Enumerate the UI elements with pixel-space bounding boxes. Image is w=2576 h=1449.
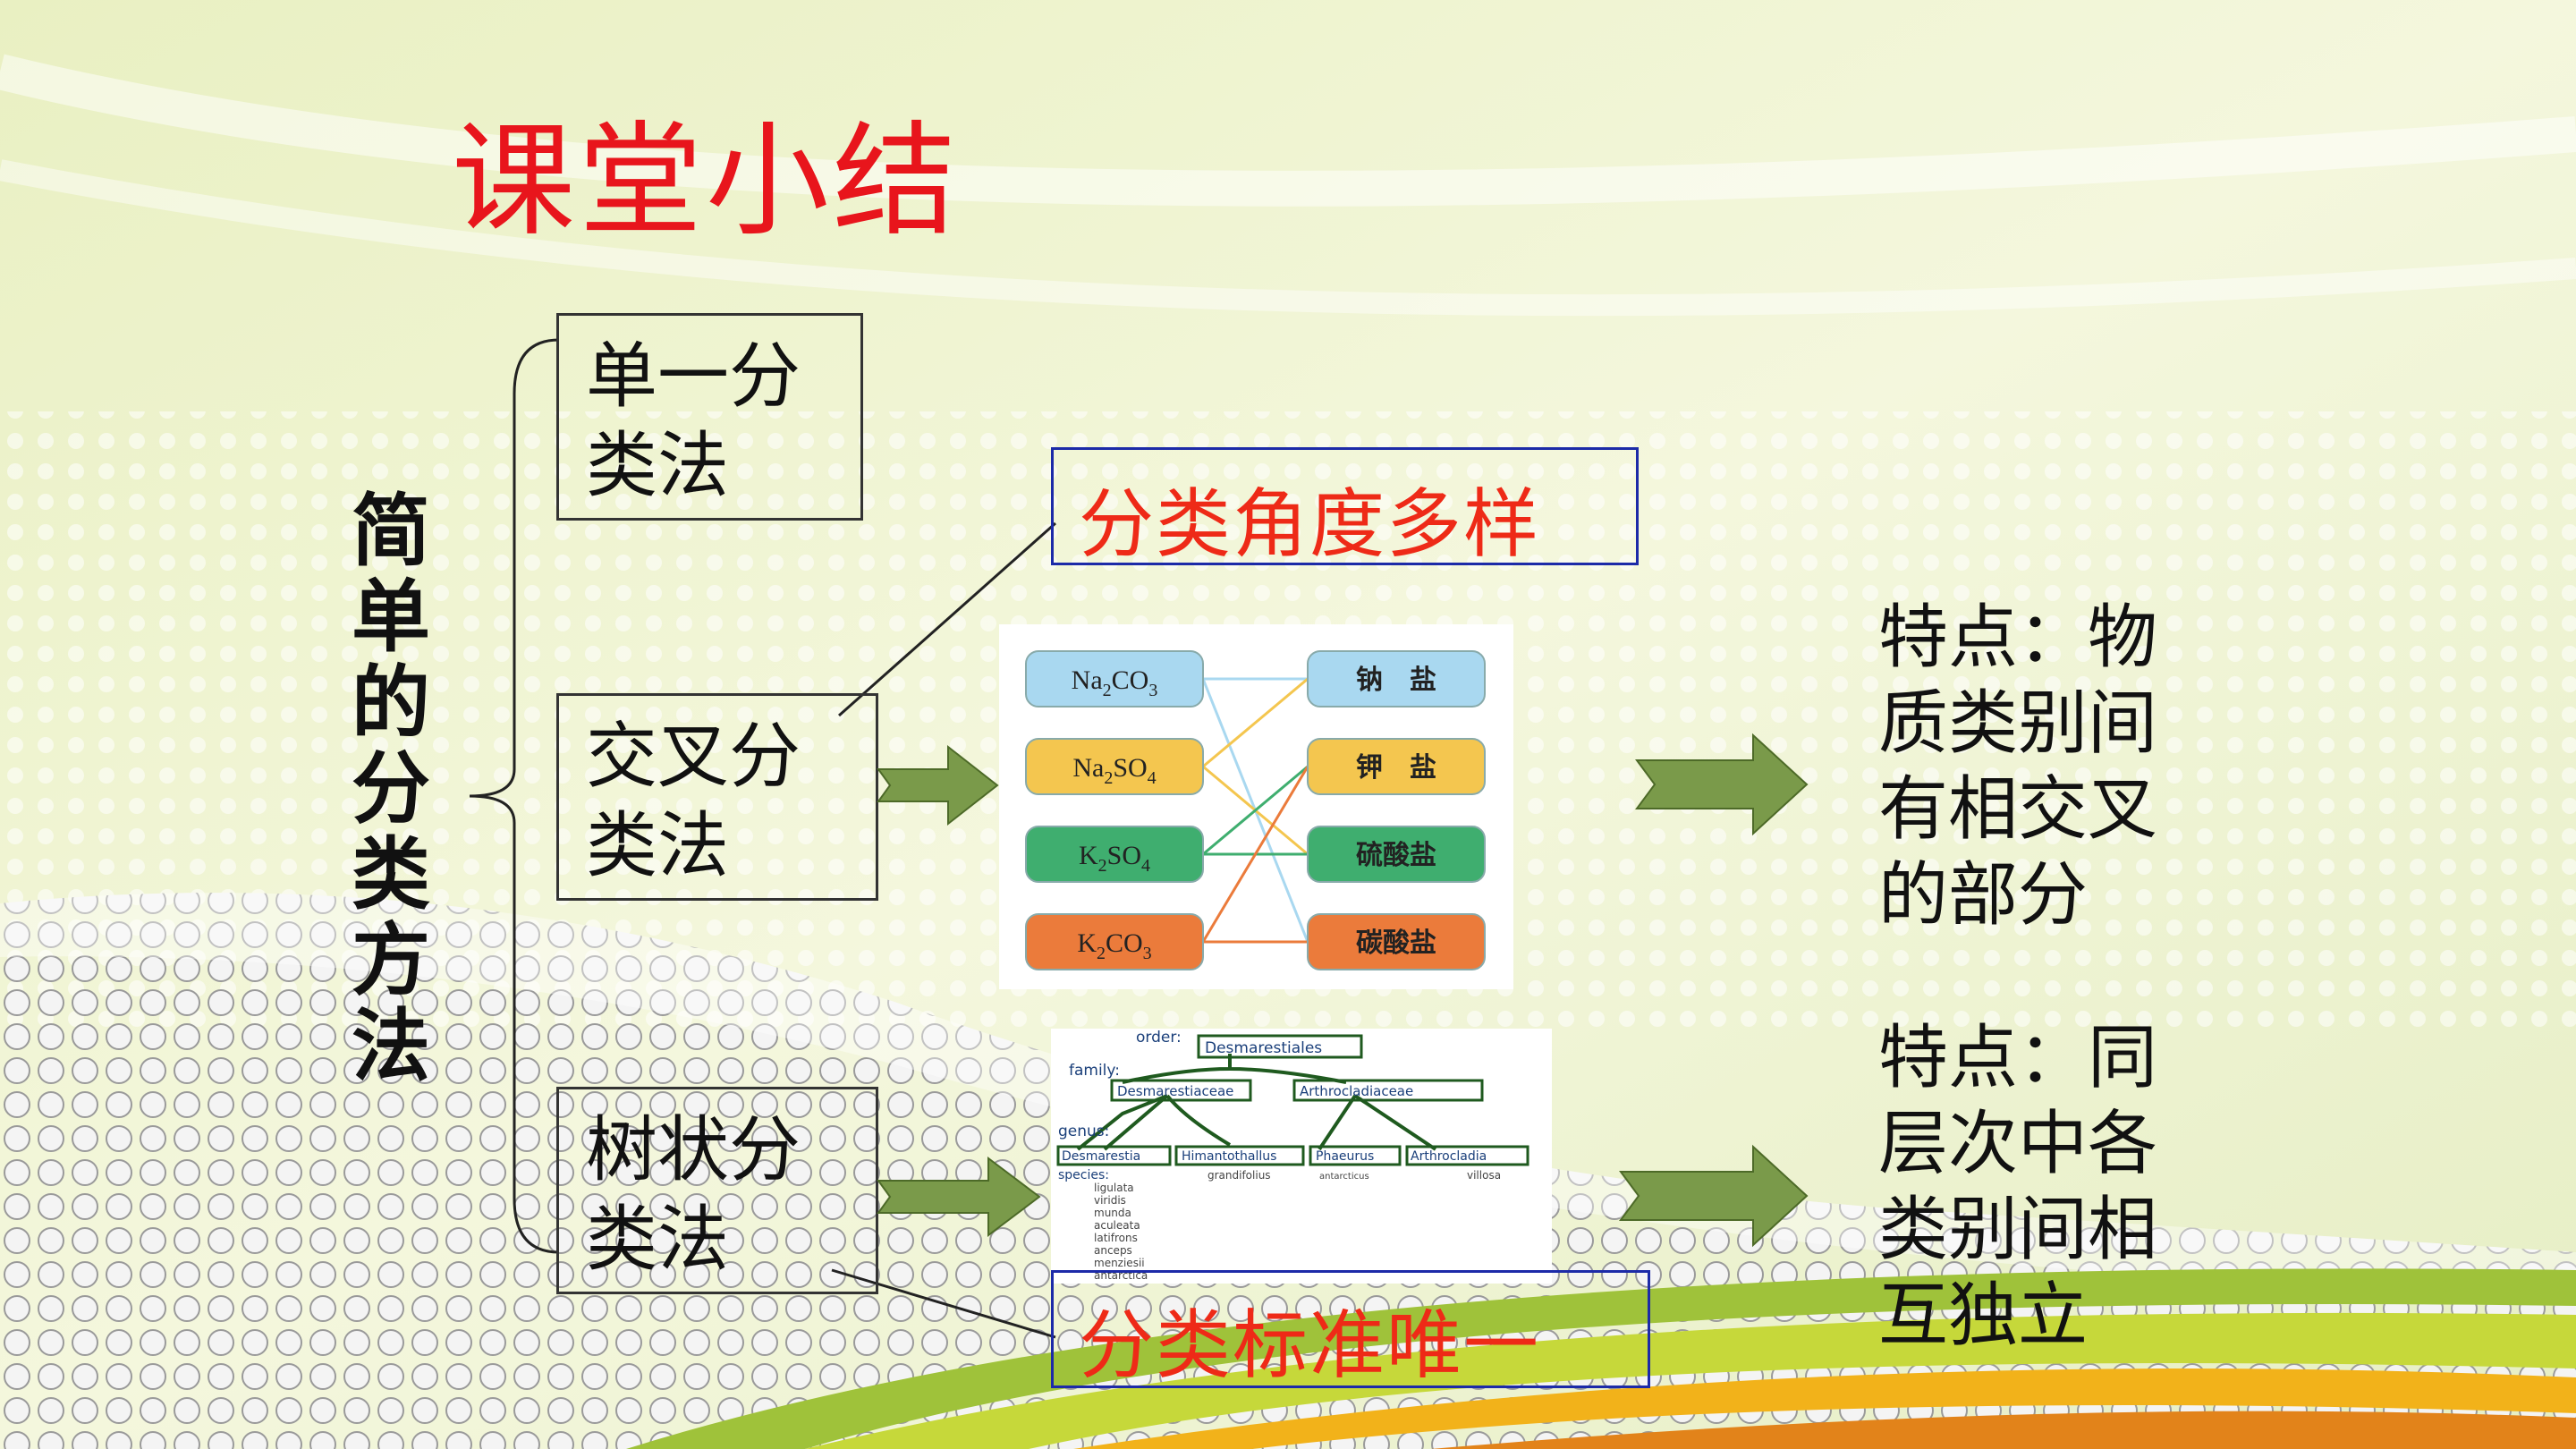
- compound-formula: Na2SO4: [1072, 753, 1156, 788]
- salt-category-pill: [1307, 650, 1486, 708]
- feature-tree: 特点：同 层次中各 类别间相 互独立: [1878, 1015, 2157, 1359]
- species-2: viridis: [1094, 1194, 1126, 1207]
- method-box-single: 单一分 类法: [556, 313, 863, 521]
- feature-cross-line2: 质类别间: [1878, 683, 2158, 764]
- compound-formula: Na2CO3: [1072, 665, 1158, 700]
- feature-cross-line1: 特点：物: [1878, 597, 2158, 678]
- tree-genus-3: Phaeurus: [1316, 1149, 1374, 1164]
- method-cross-line1: 交叉分: [586, 715, 801, 798]
- method-tree-line2: 类法: [586, 1198, 729, 1281]
- tree-extra-2: antarcticus: [1319, 1172, 1369, 1182]
- compound-pill: [1025, 738, 1204, 795]
- species-3: munda: [1094, 1207, 1131, 1219]
- method-box-tree: 树状分 类法: [556, 1087, 878, 1294]
- salt-category-label: 钾 盐: [1356, 752, 1436, 784]
- species-7: menziesii: [1094, 1257, 1145, 1269]
- note-box-bottom: 分类标准唯一: [1051, 1270, 1650, 1389]
- compound-formula: K2SO4: [1079, 841, 1150, 876]
- compound-pill: [1025, 826, 1204, 883]
- feature-cross-line3: 有相交叉: [1878, 769, 2158, 850]
- method-cross-line2: 类法: [586, 804, 729, 887]
- page-title: 课堂小结: [452, 109, 961, 253]
- arrow-icon: [877, 744, 999, 826]
- method-single-line1: 单一分: [586, 335, 801, 418]
- species-5: latifrons: [1094, 1232, 1138, 1244]
- tree-order-label: order:: [1136, 1029, 1182, 1046]
- tree-family-1: Desmarestiaceae: [1117, 1083, 1233, 1099]
- method-tree-line1: 树状分: [586, 1108, 801, 1191]
- note-top-text: 分类角度多样: [1079, 480, 1541, 568]
- tree-genus-1: Desmarestia: [1062, 1149, 1140, 1164]
- salt-category-pill: [1307, 826, 1486, 883]
- cross-link-line: [1201, 766, 1309, 943]
- compound-pill: [1025, 913, 1204, 970]
- method-box-cross: 交叉分 类法: [556, 693, 878, 901]
- compound-pill: [1025, 650, 1204, 708]
- arrow-icon: [877, 1156, 1041, 1238]
- feature-tree-line2: 层次中各: [1878, 1104, 2158, 1184]
- cross-link-line: [1202, 677, 1309, 768]
- feature-tree-line4: 互独立: [1878, 1275, 2089, 1356]
- salt-category-label: 钠 盐: [1356, 665, 1436, 696]
- species-6: anceps: [1094, 1244, 1132, 1257]
- tree-genus-2: Himantothallus: [1182, 1149, 1276, 1164]
- tree-diagram: order: Desmarestiales family: Desmaresti…: [1056, 1029, 1530, 1282]
- tree-genus-label: genus:: [1058, 1123, 1109, 1140]
- tree-diagram-panel: [1051, 1029, 1552, 1284]
- feature-tree-line3: 类别间相: [1878, 1190, 2158, 1270]
- salt-category-pill: [1307, 738, 1486, 795]
- tree-extra-1: grandifolius: [1208, 1169, 1271, 1182]
- compound-formula: K2CO3: [1077, 928, 1151, 963]
- cross-link-line: [1202, 765, 1309, 856]
- species-1: ligulata: [1094, 1182, 1134, 1194]
- feature-tree-line1: 特点：同: [1878, 1018, 2158, 1098]
- feature-cross-line4: 的部分: [1878, 855, 2089, 936]
- arrow-icon: [1619, 1144, 1809, 1248]
- salt-category-label: 碳酸盐: [1356, 928, 1436, 959]
- tree-species-label: species:: [1058, 1168, 1109, 1182]
- tree-genus-4: Arthrocladia: [1411, 1149, 1487, 1164]
- main-label-text: 简单的分类方法: [351, 484, 430, 1092]
- arrow-icon: [1635, 733, 1809, 836]
- feature-cross: 特点：物 质类别间 有相交叉 的部分: [1878, 595, 2157, 938]
- tree-extra-3: villosa: [1467, 1169, 1501, 1182]
- salt-category-pill: [1307, 913, 1486, 970]
- tree-order: Desmarestiales: [1205, 1039, 1322, 1057]
- note-box-top: 分类角度多样: [1051, 447, 1639, 568]
- method-single-line2: 类法: [586, 424, 729, 507]
- species-4: aculeata: [1094, 1219, 1140, 1232]
- tree-family-label: family:: [1069, 1062, 1120, 1080]
- salt-category-label: 硫酸盐: [1356, 840, 1436, 871]
- main-label: 简单的分类方法: [351, 487, 431, 1089]
- note-bottom-text: 分类标准唯一: [1079, 1301, 1541, 1389]
- tree-family-2: Arthrocladiaceae: [1300, 1083, 1413, 1099]
